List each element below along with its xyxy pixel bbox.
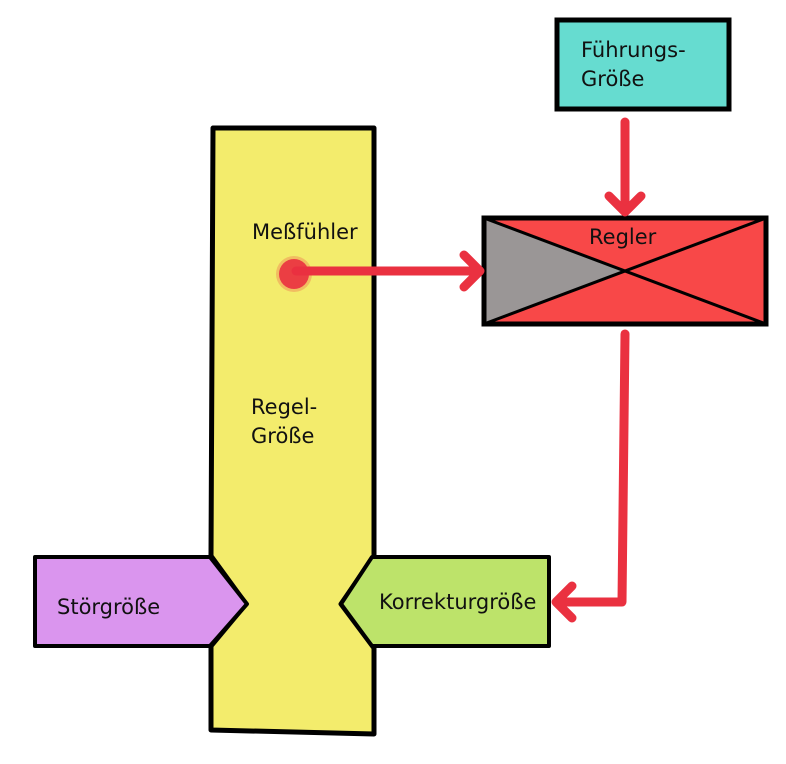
correction-box xyxy=(339,555,551,648)
setpoint-label-line1: Führungs- xyxy=(581,38,686,62)
controlled-variable-label-line1: Regel- xyxy=(251,395,317,419)
sensor-dot xyxy=(279,259,309,289)
arrow-controller-to-correction xyxy=(551,329,630,623)
controlled-variable-label-line2: Größe xyxy=(251,424,314,448)
disturbance-box xyxy=(33,555,249,648)
controller-cross-line-2 xyxy=(483,216,767,326)
setpoint-label-line2: Größe xyxy=(581,67,644,91)
sensor-dot-glow xyxy=(276,256,312,292)
controller-left-triangle xyxy=(484,218,625,324)
arrow-sensor-to-controller xyxy=(291,250,485,292)
disturbance-label: Störgröße xyxy=(57,595,160,619)
setpoint-box xyxy=(554,17,732,112)
correction-label: Korrekturgröße xyxy=(379,590,536,614)
arrow-setpoint-to-controller xyxy=(604,117,646,217)
controller-label: Regler xyxy=(589,225,657,249)
sensor-label: Meßfühler xyxy=(252,220,358,244)
